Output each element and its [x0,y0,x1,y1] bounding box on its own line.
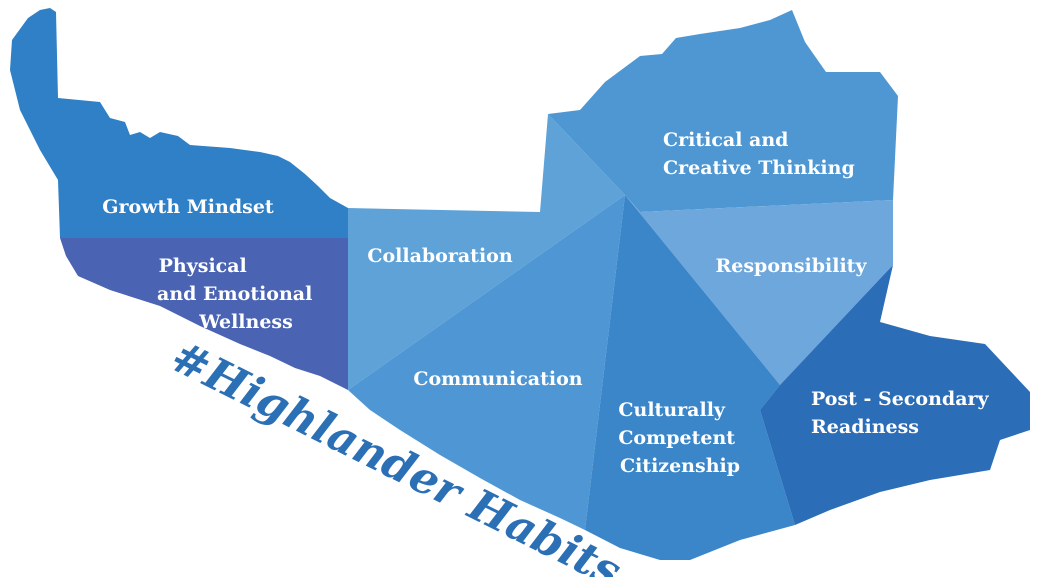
label-physical-emotional-wellness: Physical and Emotional Wellness [157,255,319,333]
region-growth-mindset [10,8,348,238]
region-culturally-competent-citizenship [585,195,795,560]
region-physical-emotional-wellness [60,238,348,390]
region-responsibility [625,195,893,385]
label-communication: Communication [413,368,582,390]
label-culturally-competent-citizenship: Culturally Competent Citizenship [618,399,741,477]
label-responsibility: Responsibility [715,255,867,277]
region-post-secondary-readiness [760,265,1030,525]
label-critical-creative-thinking: Critical and Creative Thinking [663,129,855,179]
label-growth-mindset: Growth Mindset [102,196,274,218]
region-critical-creative-thinking [548,10,898,212]
label-collaboration: Collaboration [367,245,512,267]
label-post-secondary-readiness: Post - Secondary Readiness [811,388,995,438]
region-communication [348,195,625,530]
region-collaboration [348,114,625,390]
